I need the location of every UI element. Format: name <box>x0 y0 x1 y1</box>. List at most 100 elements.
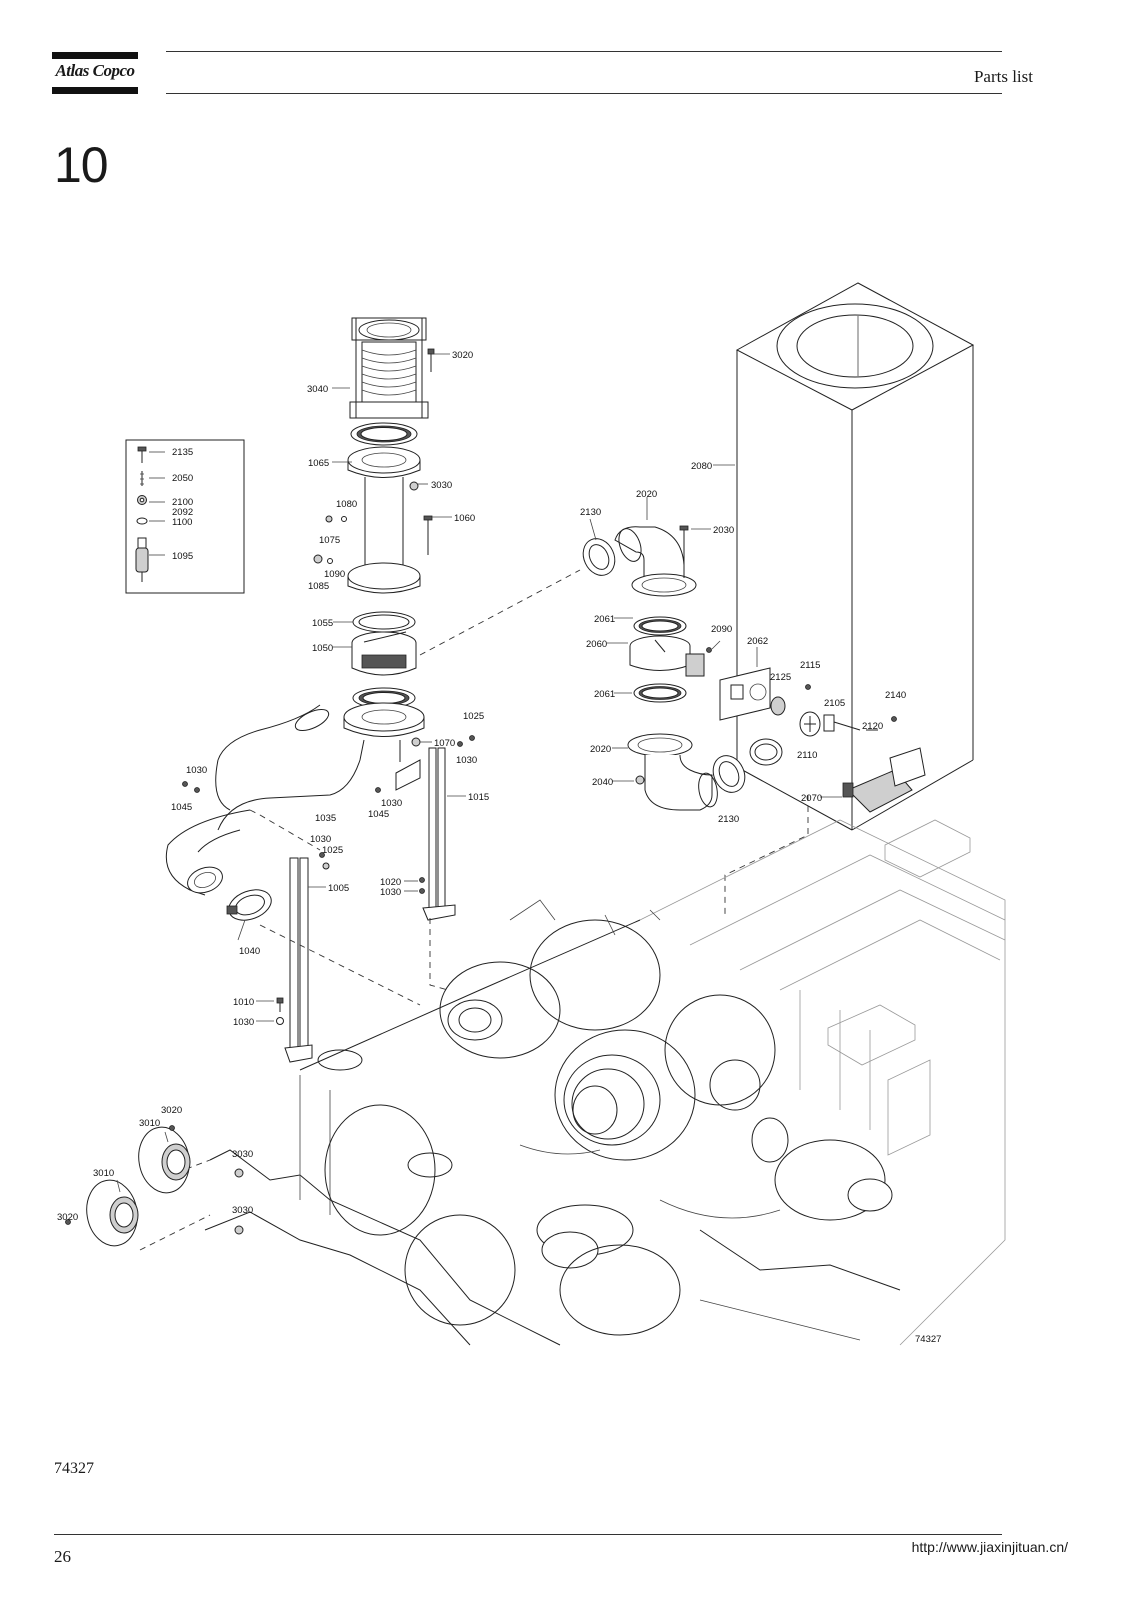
inset-stud-2050 <box>140 471 144 486</box>
logo-top-bar <box>52 52 138 59</box>
label-2125: 2125 <box>770 672 791 683</box>
label-2110: 2110 <box>797 750 817 761</box>
leader-lines <box>116 353 842 1193</box>
knob-2125 <box>770 696 786 716</box>
inset-nut-2100 <box>137 495 147 505</box>
label-2050: 2050 <box>172 473 193 484</box>
clamp-2130-upper <box>582 538 616 576</box>
label-2060: 2060 <box>586 639 607 650</box>
support-bracket-1005 <box>284 857 313 1063</box>
logo-bottom-bar <box>52 87 138 94</box>
label-2130-a: 2130 <box>580 507 601 518</box>
valve-2060 <box>629 635 705 677</box>
label-2092: 2092 <box>172 507 193 518</box>
label-2061-a: 2061 <box>594 614 615 625</box>
chapter-number: 10 <box>54 137 109 193</box>
label-2115: 2115 <box>800 660 820 671</box>
label-2140: 2140 <box>885 690 906 701</box>
label-1090: 1090 <box>324 569 345 580</box>
label-1035: 1035 <box>315 813 336 824</box>
label-1010: 1010 <box>233 997 254 1008</box>
label-1030-f: 1030 <box>233 1017 254 1028</box>
inset-legend-box <box>125 439 245 594</box>
label-1030-e: 1030 <box>380 887 401 898</box>
label-1030-d: 1030 <box>310 834 331 845</box>
label-2061-b: 2061 <box>594 689 615 700</box>
label-3030-b: 3030 <box>232 1149 253 1160</box>
bracket-2062 <box>719 667 771 721</box>
label-1070: 1070 <box>434 738 455 749</box>
label-2040: 2040 <box>592 777 613 788</box>
label-3030-c: 3030 <box>232 1205 253 1216</box>
label-2062: 2062 <box>747 636 768 647</box>
gasket-upper <box>350 422 418 446</box>
label-1060: 1060 <box>454 513 475 524</box>
elbow-2020-upper <box>614 526 697 597</box>
label-1005: 1005 <box>328 883 349 894</box>
flanges-3010 <box>65 1125 244 1247</box>
logo-text: Atlas Copco <box>55 61 135 80</box>
spool-pipe-1065 <box>347 446 421 594</box>
label-2130-b: 2130 <box>718 814 739 825</box>
label-3020-b: 3020 <box>161 1105 182 1116</box>
label-1045-b: 1045 <box>368 809 389 820</box>
elbow-flange-1035 <box>215 702 425 831</box>
label-1080: 1080 <box>336 499 357 510</box>
probe-2105 <box>823 714 861 732</box>
label-1095: 1095 <box>172 551 193 562</box>
gasket-lower <box>352 687 416 709</box>
small-bolts <box>182 348 475 1025</box>
label-1055: 1055 <box>312 618 333 629</box>
label-3040: 3040 <box>307 384 328 395</box>
label-1100: 1100 <box>172 517 192 528</box>
label-2120: 2120 <box>862 721 883 732</box>
label-3030-a: 3030 <box>431 480 452 491</box>
label-2070: 2070 <box>801 793 822 804</box>
clamp-2130-lower <box>712 755 746 793</box>
actuator-2070 <box>842 747 926 813</box>
drawing-number: 74327 <box>915 1334 941 1345</box>
label-1085: 1085 <box>308 581 329 592</box>
coupling-1040 <box>226 889 272 921</box>
label-3020-c: 3020 <box>57 1212 78 1223</box>
label-1050: 1050 <box>312 643 333 654</box>
long-elbow-pipe <box>165 809 251 896</box>
label-3010-b: 3010 <box>93 1168 114 1179</box>
page-number: 26 <box>54 1547 71 1566</box>
label-2090: 2090 <box>711 624 732 635</box>
label-1075: 1075 <box>319 535 340 546</box>
header-bottom-rule <box>166 93 1002 94</box>
gasket-2061-lower <box>633 683 687 703</box>
label-1025-a: 1025 <box>463 711 484 722</box>
atlas-copco-logo: Atlas Copco <box>52 52 138 94</box>
label-1030-a: 1030 <box>456 755 477 766</box>
label-2080: 2080 <box>691 461 712 472</box>
header-title: Parts list <box>973 67 1033 86</box>
label-2100: 2100 <box>172 497 193 508</box>
elbow-2020-lower <box>627 733 718 811</box>
label-3020: 3020 <box>452 350 473 361</box>
source-url: http://www.jiaxinjituan.cn/ <box>911 1539 1068 1555</box>
label-1025-b: 1025 <box>322 845 343 856</box>
header-top-rule <box>166 51 1002 52</box>
butterfly-valve-1050 <box>351 631 417 676</box>
compressor-casings <box>317 899 901 1341</box>
gasket-2061-upper <box>633 616 687 636</box>
label-2135: 2135 <box>172 447 193 458</box>
gauge-2110 <box>799 711 821 737</box>
label-3010-a: 3010 <box>139 1118 160 1129</box>
small-bolts-right <box>635 525 897 785</box>
compressor-base-frame <box>204 819 1006 1346</box>
label-1045-a: 1045 <box>171 802 192 813</box>
inset-bolt-2135 <box>137 446 147 463</box>
label-2030: 2030 <box>713 525 734 536</box>
gasket-1055 <box>352 611 416 633</box>
bellows-compensator-3040 <box>349 317 429 419</box>
label-1040: 1040 <box>239 946 260 957</box>
label-1020: 1020 <box>380 877 401 888</box>
silencer-tank-2080 <box>735 282 975 831</box>
footer-rule <box>54 1534 1002 1535</box>
label-1065: 1065 <box>308 458 329 469</box>
label-1030-b: 1030 <box>186 765 207 776</box>
